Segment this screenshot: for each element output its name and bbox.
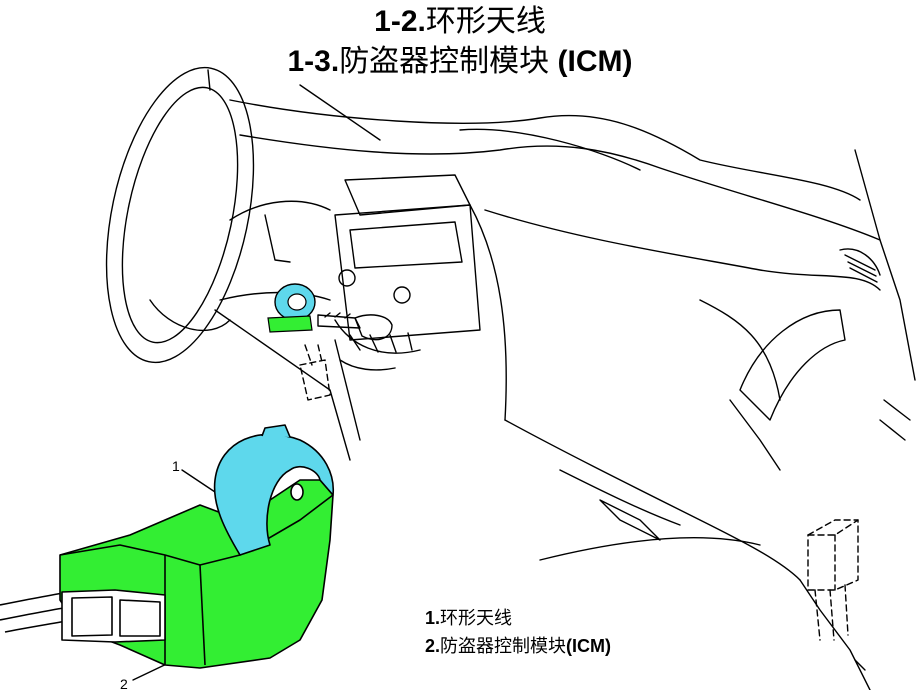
leader-1 xyxy=(181,469,216,493)
glove-box xyxy=(484,209,911,690)
title-line-2: 1-3.防盗器控制模块 (ICM) xyxy=(287,45,633,78)
dash-top-line xyxy=(239,134,881,241)
dash-curve xyxy=(459,128,641,171)
icm-location-dashed xyxy=(299,344,859,641)
dash-ring-antenna xyxy=(267,283,316,333)
key-icon xyxy=(317,312,393,341)
steering-wheel xyxy=(105,66,255,364)
title-line-1: 1-2.环形天线 xyxy=(374,5,546,38)
windshield-line xyxy=(229,99,861,201)
legend-item-2: 2.防盗器控制模块(ICM) xyxy=(425,636,611,656)
icm-module-detail xyxy=(0,424,335,669)
callout-1: 1 xyxy=(172,458,180,474)
callout-2: 2 xyxy=(120,676,128,692)
center-console xyxy=(334,174,507,441)
legend-item-1: 1.环形天线 xyxy=(425,608,513,628)
